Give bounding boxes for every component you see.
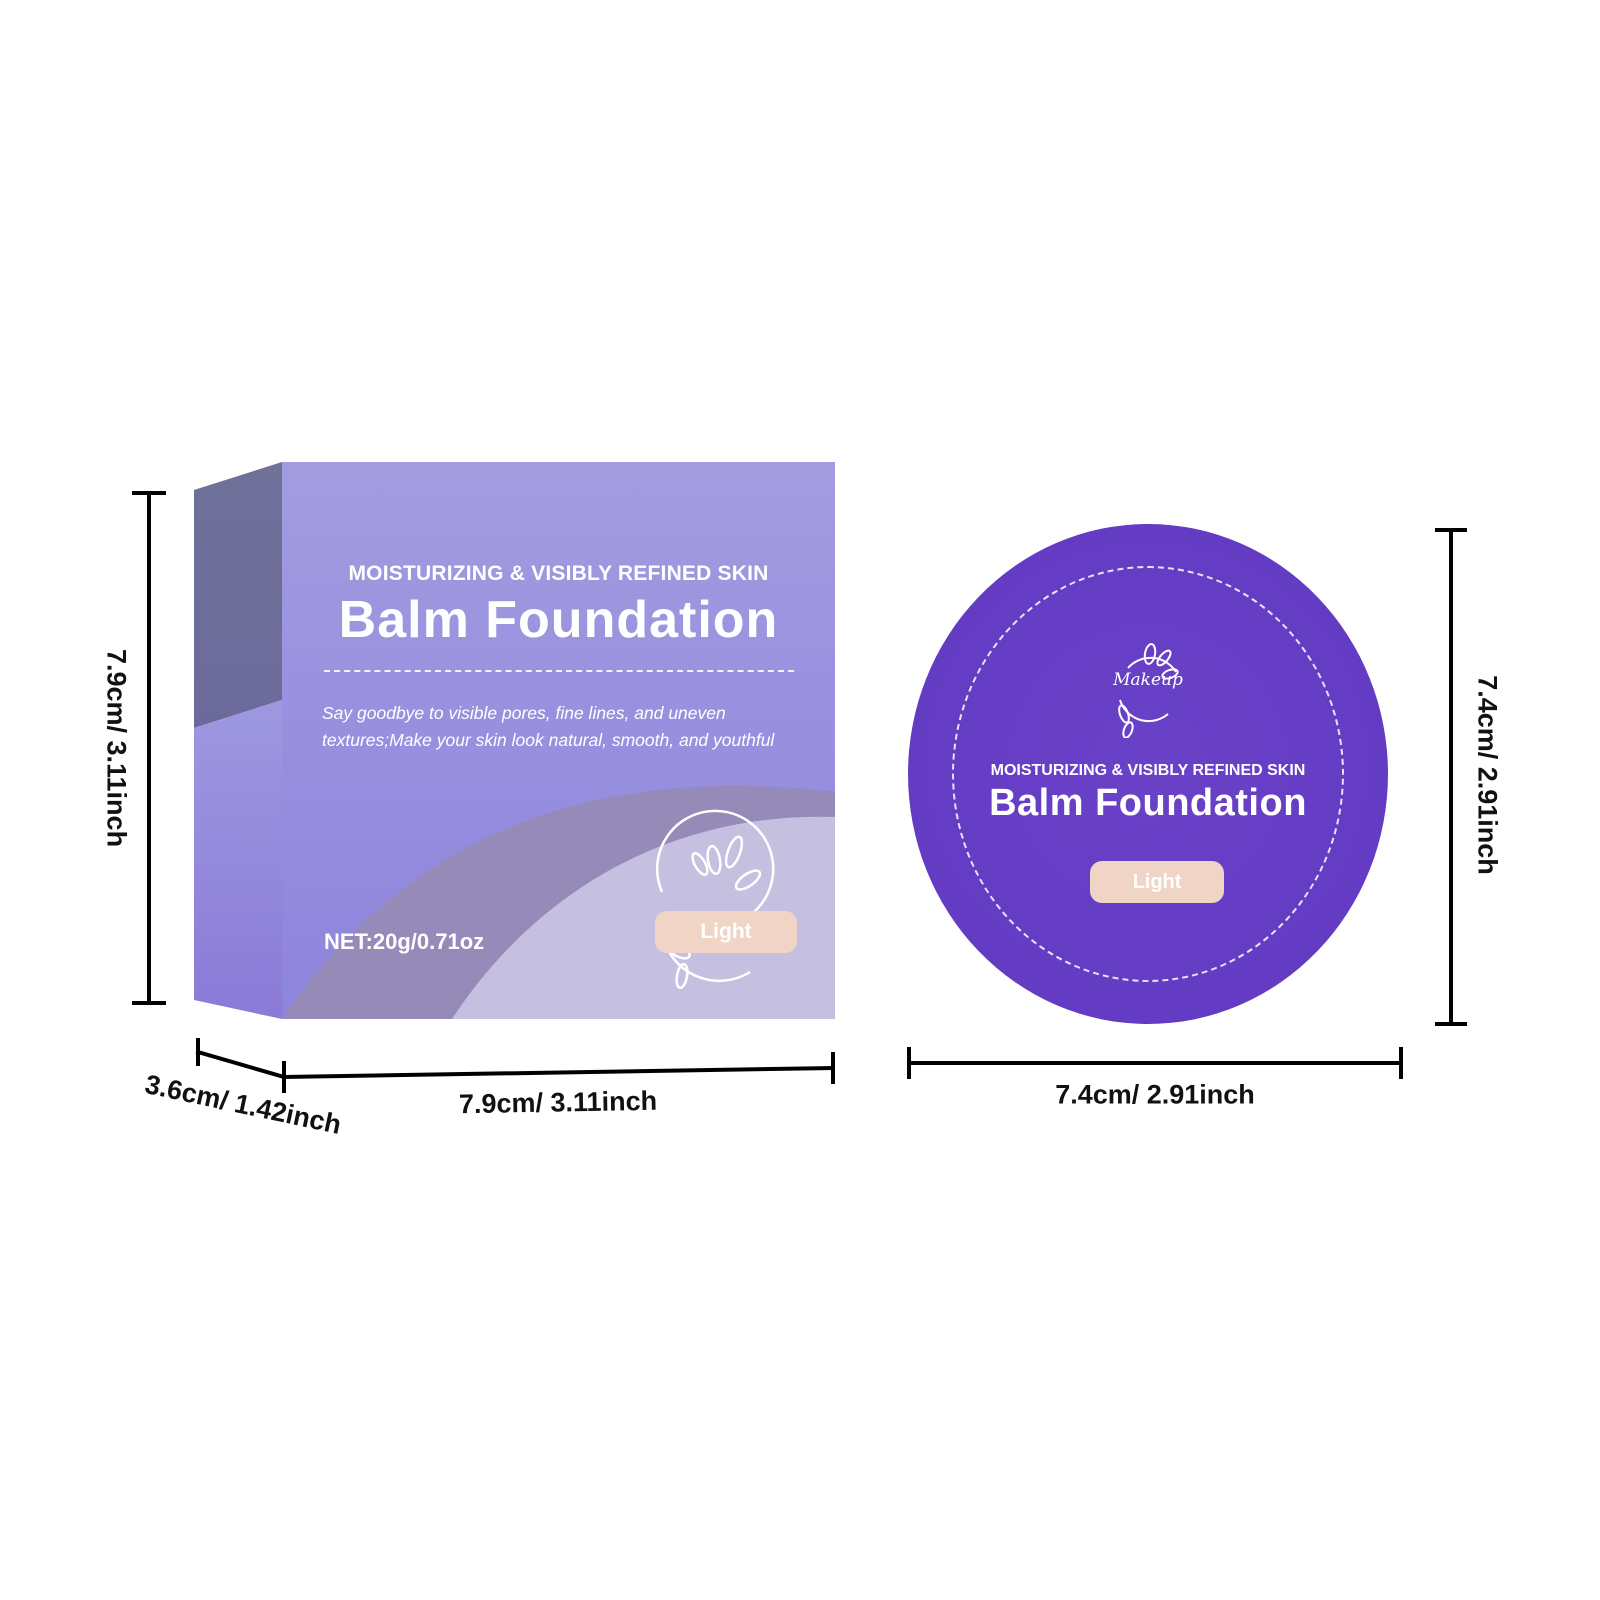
jar-leaf-icon [1118,643,1179,738]
box-side-dark [194,462,282,728]
box-tagline: MOISTURIZING & VISIBLY REFINED SKIN [348,562,769,585]
box-height-label: 7.9cm/ 3.11inch [101,648,132,848]
box-front-waves [282,785,835,1019]
box-front: MOISTURIZING & VISIBLY REFINED SKIN Balm… [282,462,835,1019]
jar-title: Balm Foundation [989,782,1307,824]
jar-lid: Makeup MOISTURIZING & VISIBLY REFINED SK… [908,524,1388,1024]
jar-width-label: 7.4cm/ 2.91inch [1055,1079,1255,1110]
jar-shade-badge: Light [1090,861,1224,903]
box-width-line [281,1065,836,1080]
jar-logo-text: Makeup [1113,670,1183,690]
wave-front [452,816,835,1019]
box-width-label: 7.9cm/ 3.11inch [458,1085,658,1120]
box-depth-line [195,1049,287,1080]
box-net-weight: NET:20g/0.71oz [324,929,485,954]
box-side-light [194,700,282,1019]
box-title: Balm Foundation [338,591,779,649]
box-shade-badge: Light [655,911,797,953]
box-description-line-2: textures;Make your skin look natural, sm… [322,730,775,750]
box-description: Say goodbye to visible pores, fine lines… [322,700,802,754]
box-description-line-1: Say goodbye to visible pores, fine lines… [322,703,726,723]
jar-height-label: 7.4cm/ 2.91inch [1472,675,1503,875]
jar-dashed-ring [952,566,1344,982]
jar-tagline: MOISTURIZING & VISIBLY REFINED SKIN [990,762,1306,779]
box-dashed-divider [324,670,794,672]
